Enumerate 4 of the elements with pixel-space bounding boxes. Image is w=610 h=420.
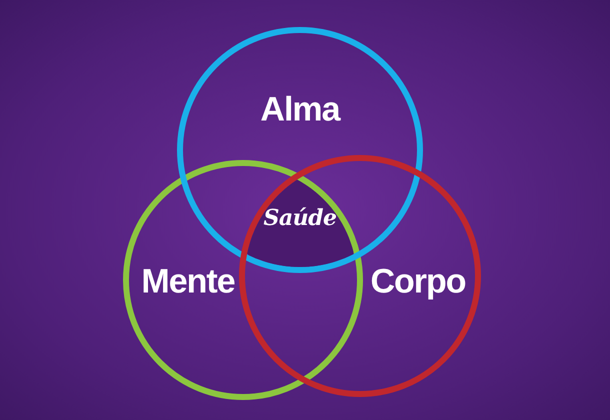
- circle-label: Alma: [260, 90, 340, 130]
- circle-label: Mente: [141, 262, 235, 302]
- center-label: Saúde: [263, 205, 337, 231]
- circle-label: Corpo: [370, 262, 466, 302]
